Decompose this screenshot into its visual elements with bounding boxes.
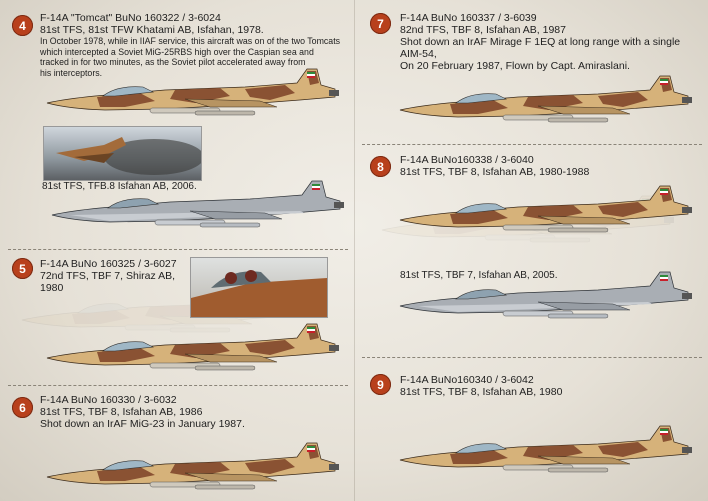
profile-9-description: F-14A BuNo160340 / 3-6042 81st TFS, TBF … — [400, 374, 700, 398]
profile-caption: 81st TFS, TFB.8 Isfahan AB, 2006. — [42, 181, 197, 192]
profile-number: 5 — [19, 261, 26, 276]
aircraft-profile-desert — [399, 75, 693, 123]
aircraft-profile-desert — [399, 425, 693, 473]
profile-number: 9 — [377, 377, 384, 392]
profile-number: 4 — [19, 18, 26, 33]
aircraft-profile-desert — [46, 68, 340, 116]
profile-note-line: On 20 February 1987, Flown by Capt. Amir… — [400, 60, 630, 72]
profile-note-line: his interceptors. — [40, 67, 103, 78]
reference-photo-tomcat-flying — [43, 126, 202, 181]
profile-6-description: F-14A BuNo 160330 / 3-6032 81st TFS, TBF… — [40, 394, 340, 430]
profile-note-line: In October 1978, while in IIAF service, … — [40, 36, 341, 46]
profile-number: 6 — [19, 400, 26, 415]
profile-7-description: F-14A BuNo 160337 / 3-6039 82nd TFS, TBF… — [400, 12, 700, 72]
profile-caption: 81st TFS, TBF 7, Isfahan AB, 2005. — [400, 270, 558, 281]
profile-note-line: tracked in for two minutes, as the Sovie… — [40, 57, 306, 68]
profile-number-badge: 5 — [12, 258, 33, 279]
profile-title: F-14A BuNo 160337 / 3-6039 — [400, 12, 537, 24]
profile-note-line: Shot down an IrAF MiG-23 in January 1987… — [40, 418, 245, 430]
section-separator — [362, 144, 702, 145]
column-divider — [354, 0, 355, 501]
profile-title: F-14A BuNo 160330 / 3-6032 — [40, 394, 177, 406]
profile-title: F-14A BuNo 160325 / 3-6027 — [40, 258, 177, 270]
profile-title: F-14A "Tomcat" BuNo 160322 / 3-6024 — [40, 12, 221, 24]
profile-number-badge: 4 — [12, 15, 33, 36]
section-separator — [362, 357, 702, 358]
reference-photo-tomcat-cockpit — [190, 257, 328, 318]
profile-number-badge: 8 — [370, 156, 391, 177]
profile-unit: 72nd TFS, TBF 7, Shiraz AB, 1980 — [40, 270, 176, 294]
section-separator — [8, 249, 348, 250]
aircraft-profile-desert — [46, 442, 340, 490]
profile-unit: 81st TFS, TBF 8, Isfahan AB, 1986 — [40, 406, 203, 418]
profile-unit: 82nd TFS, TBF 8, Isfahan AB, 1987 — [400, 24, 566, 36]
profile-title: F-14A BuNo160340 / 3-6042 — [400, 374, 534, 386]
section-separator — [8, 385, 348, 386]
profile-8-description: F-14A BuNo160338 / 3-6040 81st TFS, TBF … — [400, 154, 700, 178]
profile-note-line: Shot down an IrAF Mirage F 1EQ at long r… — [400, 36, 681, 60]
profile-number-badge: 9 — [370, 374, 391, 395]
profile-number: 8 — [377, 159, 384, 174]
profile-title: F-14A BuNo160338 / 3-6040 — [400, 154, 534, 166]
aircraft-profile-desert — [46, 323, 340, 371]
profile-5-description: F-14A BuNo 160325 / 3-6027 72nd TFS, TBF… — [40, 258, 190, 294]
profile-note-line: which intercepted a Soviet MiG-25RBS hig… — [40, 46, 314, 57]
aircraft-profile-grey — [51, 180, 345, 228]
profile-unit: 81st TFS, 81st TFW Khatami AB, Isfahan, … — [40, 24, 264, 36]
aircraft-profile-desert — [399, 185, 693, 233]
profile-4-description: F-14A "Tomcat" BuNo 160322 / 3-6024 81st… — [40, 12, 350, 78]
profile-unit: 81st TFS, TBF 8, Isfahan AB, 1980 — [400, 386, 563, 398]
profile-number: 7 — [377, 16, 384, 31]
aircraft-profile-grey — [399, 271, 693, 319]
profile-number-badge: 6 — [12, 397, 33, 418]
profile-unit: 81st TFS, TBF 8, Isfahan AB, 1980-1988 — [400, 166, 590, 178]
profile-number-badge: 7 — [370, 13, 391, 34]
